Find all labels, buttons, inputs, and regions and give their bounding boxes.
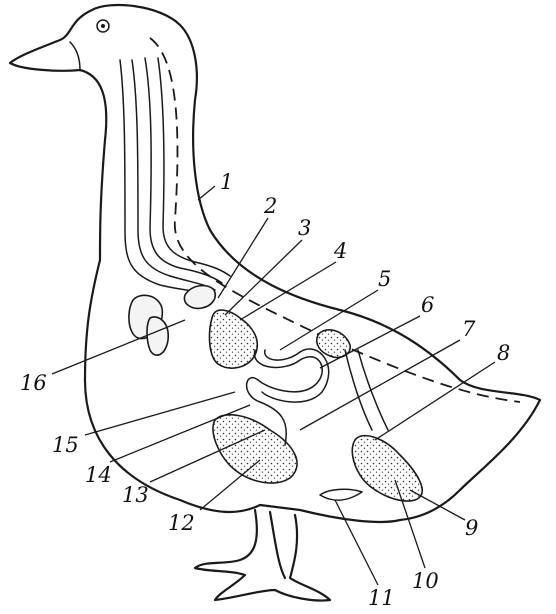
- label-3: 3: [298, 216, 311, 240]
- label-14: 14: [85, 463, 112, 487]
- organ-2: [184, 286, 215, 309]
- label-16: 16: [20, 371, 47, 395]
- label-10: 10: [412, 569, 439, 593]
- label-7: 7: [462, 317, 476, 341]
- label-9: 9: [465, 516, 478, 540]
- number-labels: 1 2 3 4 5 6 7 8 9 10 11 12 13 14 15 16: [20, 170, 510, 610]
- label-15: 15: [52, 433, 79, 457]
- label-12: 12: [168, 511, 195, 535]
- label-13: 13: [122, 483, 149, 507]
- label-4: 4: [333, 239, 347, 263]
- internal-organs: [129, 286, 422, 502]
- organ-11: [320, 489, 362, 500]
- label-2: 2: [263, 194, 277, 218]
- label-11: 11: [368, 586, 395, 610]
- organ-16b: [147, 317, 168, 355]
- label-6: 6: [421, 293, 434, 317]
- gizzard: [210, 310, 258, 368]
- label-8: 8: [497, 341, 510, 365]
- label-5: 5: [378, 267, 391, 291]
- leader-lines: [52, 186, 495, 585]
- label-1: 1: [220, 170, 233, 194]
- goose-legs: [195, 510, 330, 601]
- liver: [213, 415, 297, 483]
